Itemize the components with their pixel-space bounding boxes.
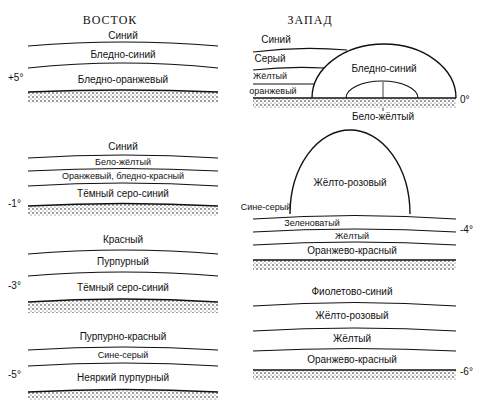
band-color-name: Жёлтый (333, 334, 371, 344)
band-color-name: Синий (108, 31, 138, 41)
band-line (253, 67, 324, 70)
horizon-line (253, 97, 456, 99)
band-color-name: Оранжевый, бледно-красный (62, 172, 184, 181)
side-heading: ВОСТОК (83, 14, 138, 26)
ground-strips (28, 90, 456, 400)
horizon-line (28, 390, 218, 393)
band-color-name: Жёлтый (335, 232, 369, 241)
band-line (253, 216, 456, 220)
ground (28, 390, 218, 400)
sun-angle: -3° (8, 281, 21, 291)
arch-line (312, 44, 456, 98)
band-line (253, 242, 456, 245)
band-color-name: Бело-жёлтый (352, 112, 414, 122)
arch-region: Жёлто-розовый (290, 130, 410, 214)
band-color-name: оранжевый (249, 87, 296, 96)
sun-angle: 0° (460, 95, 470, 105)
band-color-name: Бело-жёлтый (95, 158, 151, 167)
horizon-line (253, 259, 456, 261)
band-color-name: Неяркий пурпурный (77, 373, 169, 383)
ground (28, 299, 218, 313)
band-color-name: Синий (261, 35, 291, 45)
small-arch (346, 81, 418, 98)
sun-angle: -1° (8, 199, 21, 209)
band-color-name: Пурпурно-красный (80, 332, 167, 342)
sun-angle: +5° (8, 73, 23, 83)
ground (28, 204, 218, 217)
band-line (253, 349, 456, 352)
ground (253, 260, 456, 270)
band-color-name: Тёмный серо-синий (77, 189, 169, 199)
band-line (28, 63, 218, 68)
ground (253, 98, 456, 108)
band-color-name: Жёлто-розовый (290, 178, 410, 188)
band-color-name: Оранжево-красный (307, 246, 397, 256)
band-line (253, 328, 456, 331)
band-line (28, 250, 218, 254)
arch-region: Бледно-синий (312, 44, 456, 98)
band-color-name: Тёмный серо-синий (77, 283, 169, 293)
band-color-name: Жёлто-розовый (315, 311, 388, 321)
band-color-name: Зеленоватый (284, 219, 339, 228)
arch-outline (290, 130, 410, 214)
band-color-name: Оранжево-красный (307, 355, 397, 365)
band-color-name: Бледно-синий (312, 64, 456, 74)
band-color-name: Красный (103, 235, 143, 245)
band-color-name: Сине-серый (98, 351, 149, 360)
band-line (253, 303, 456, 307)
band-color-name: Сине-серый (241, 203, 292, 212)
band-line (28, 272, 218, 276)
band-color-name: Пурпурный (97, 257, 149, 267)
band-color-name: Фиолетово-синий (312, 287, 393, 297)
horizon-line (28, 204, 218, 207)
side-heading: ЗАПАД (287, 14, 332, 26)
ground (253, 370, 456, 380)
arch-line (290, 130, 410, 214)
horizon-line (28, 299, 218, 302)
ground (28, 90, 218, 103)
sun-angle: -5° (8, 370, 21, 380)
band-color-name: Жёлтый (253, 72, 287, 81)
horizon-line (28, 90, 218, 92)
band-color-name: Бледно-оранжевый (78, 75, 168, 85)
sky-band-lines (28, 42, 456, 366)
sun-angle: -4° (460, 225, 473, 235)
band-line (28, 363, 218, 366)
band-line (253, 83, 315, 84)
sun-angle: -6° (460, 367, 473, 377)
band-color-name: Бледно-синий (90, 50, 155, 60)
horizon-line (253, 369, 456, 371)
band-line (253, 48, 347, 52)
band-line (28, 183, 218, 186)
band-color-name: Синий (108, 142, 138, 152)
band-line (28, 42, 218, 46)
band-color-name: Серый (254, 54, 285, 64)
